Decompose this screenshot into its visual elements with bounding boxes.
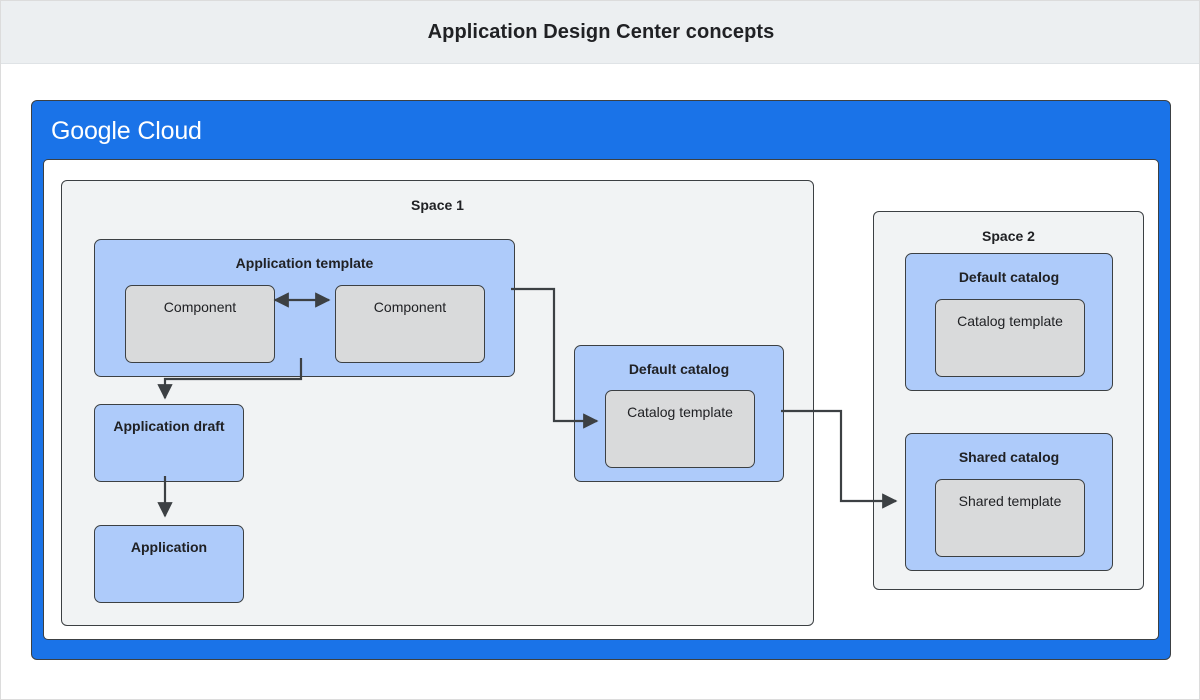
application-node: Application [94,525,244,603]
space-2-shared-catalog-label: Shared catalog [958,449,1060,465]
space-1-catalog-template-label: Catalog template [627,404,733,420]
application-label: Application [130,539,208,555]
space-2-shared-template-label: Shared template [958,493,1062,509]
application-draft-node: Application draft [94,404,244,482]
application-template-label: Application template [235,255,374,271]
google-cloud-interior: Space 1 Application template Component C… [43,159,1159,640]
space-2-shared-catalog-node: Shared catalog Shared template [905,433,1113,571]
google-cloud-logo: Google Cloud [51,115,202,147]
space-2-label: Space 2 [982,228,1035,244]
component-node-1: Component [125,285,275,363]
application-template-node: Application template Component Component [94,239,515,377]
component-2-label: Component [373,299,447,315]
space-1-container: Space 1 Application template Component C… [61,180,814,626]
space-1-default-catalog-node: Default catalog Catalog template [574,345,784,482]
page-title: Application Design Center concepts [427,20,775,43]
space-2-default-catalog-label: Default catalog [958,269,1060,285]
component-1-label: Component [163,299,237,315]
google-cloud-container: Google Cloud Space 1 Application templat… [31,100,1171,660]
google-cloud-logo-google: Google [51,116,131,145]
space-2-shared-template-node: Shared template [935,479,1085,557]
space-2-catalog-template-node: Catalog template [935,299,1085,377]
space-1-label: Space 1 [411,197,464,213]
diagram-canvas: Google Cloud Space 1 Application templat… [1,64,1199,699]
space-2-container: Space 2 Default catalog Catalog template… [873,211,1144,590]
space-2-default-catalog-node: Default catalog Catalog template [905,253,1113,391]
page-header: Application Design Center concepts [1,1,1199,64]
space-2-catalog-template-label: Catalog template [957,313,1063,329]
space-1-default-catalog-label: Default catalog [628,361,730,377]
application-draft-label: Application draft [113,418,225,434]
google-cloud-logo-cloud: Cloud [137,116,202,145]
space-1-catalog-template-node: Catalog template [605,390,755,468]
component-node-2: Component [335,285,485,363]
